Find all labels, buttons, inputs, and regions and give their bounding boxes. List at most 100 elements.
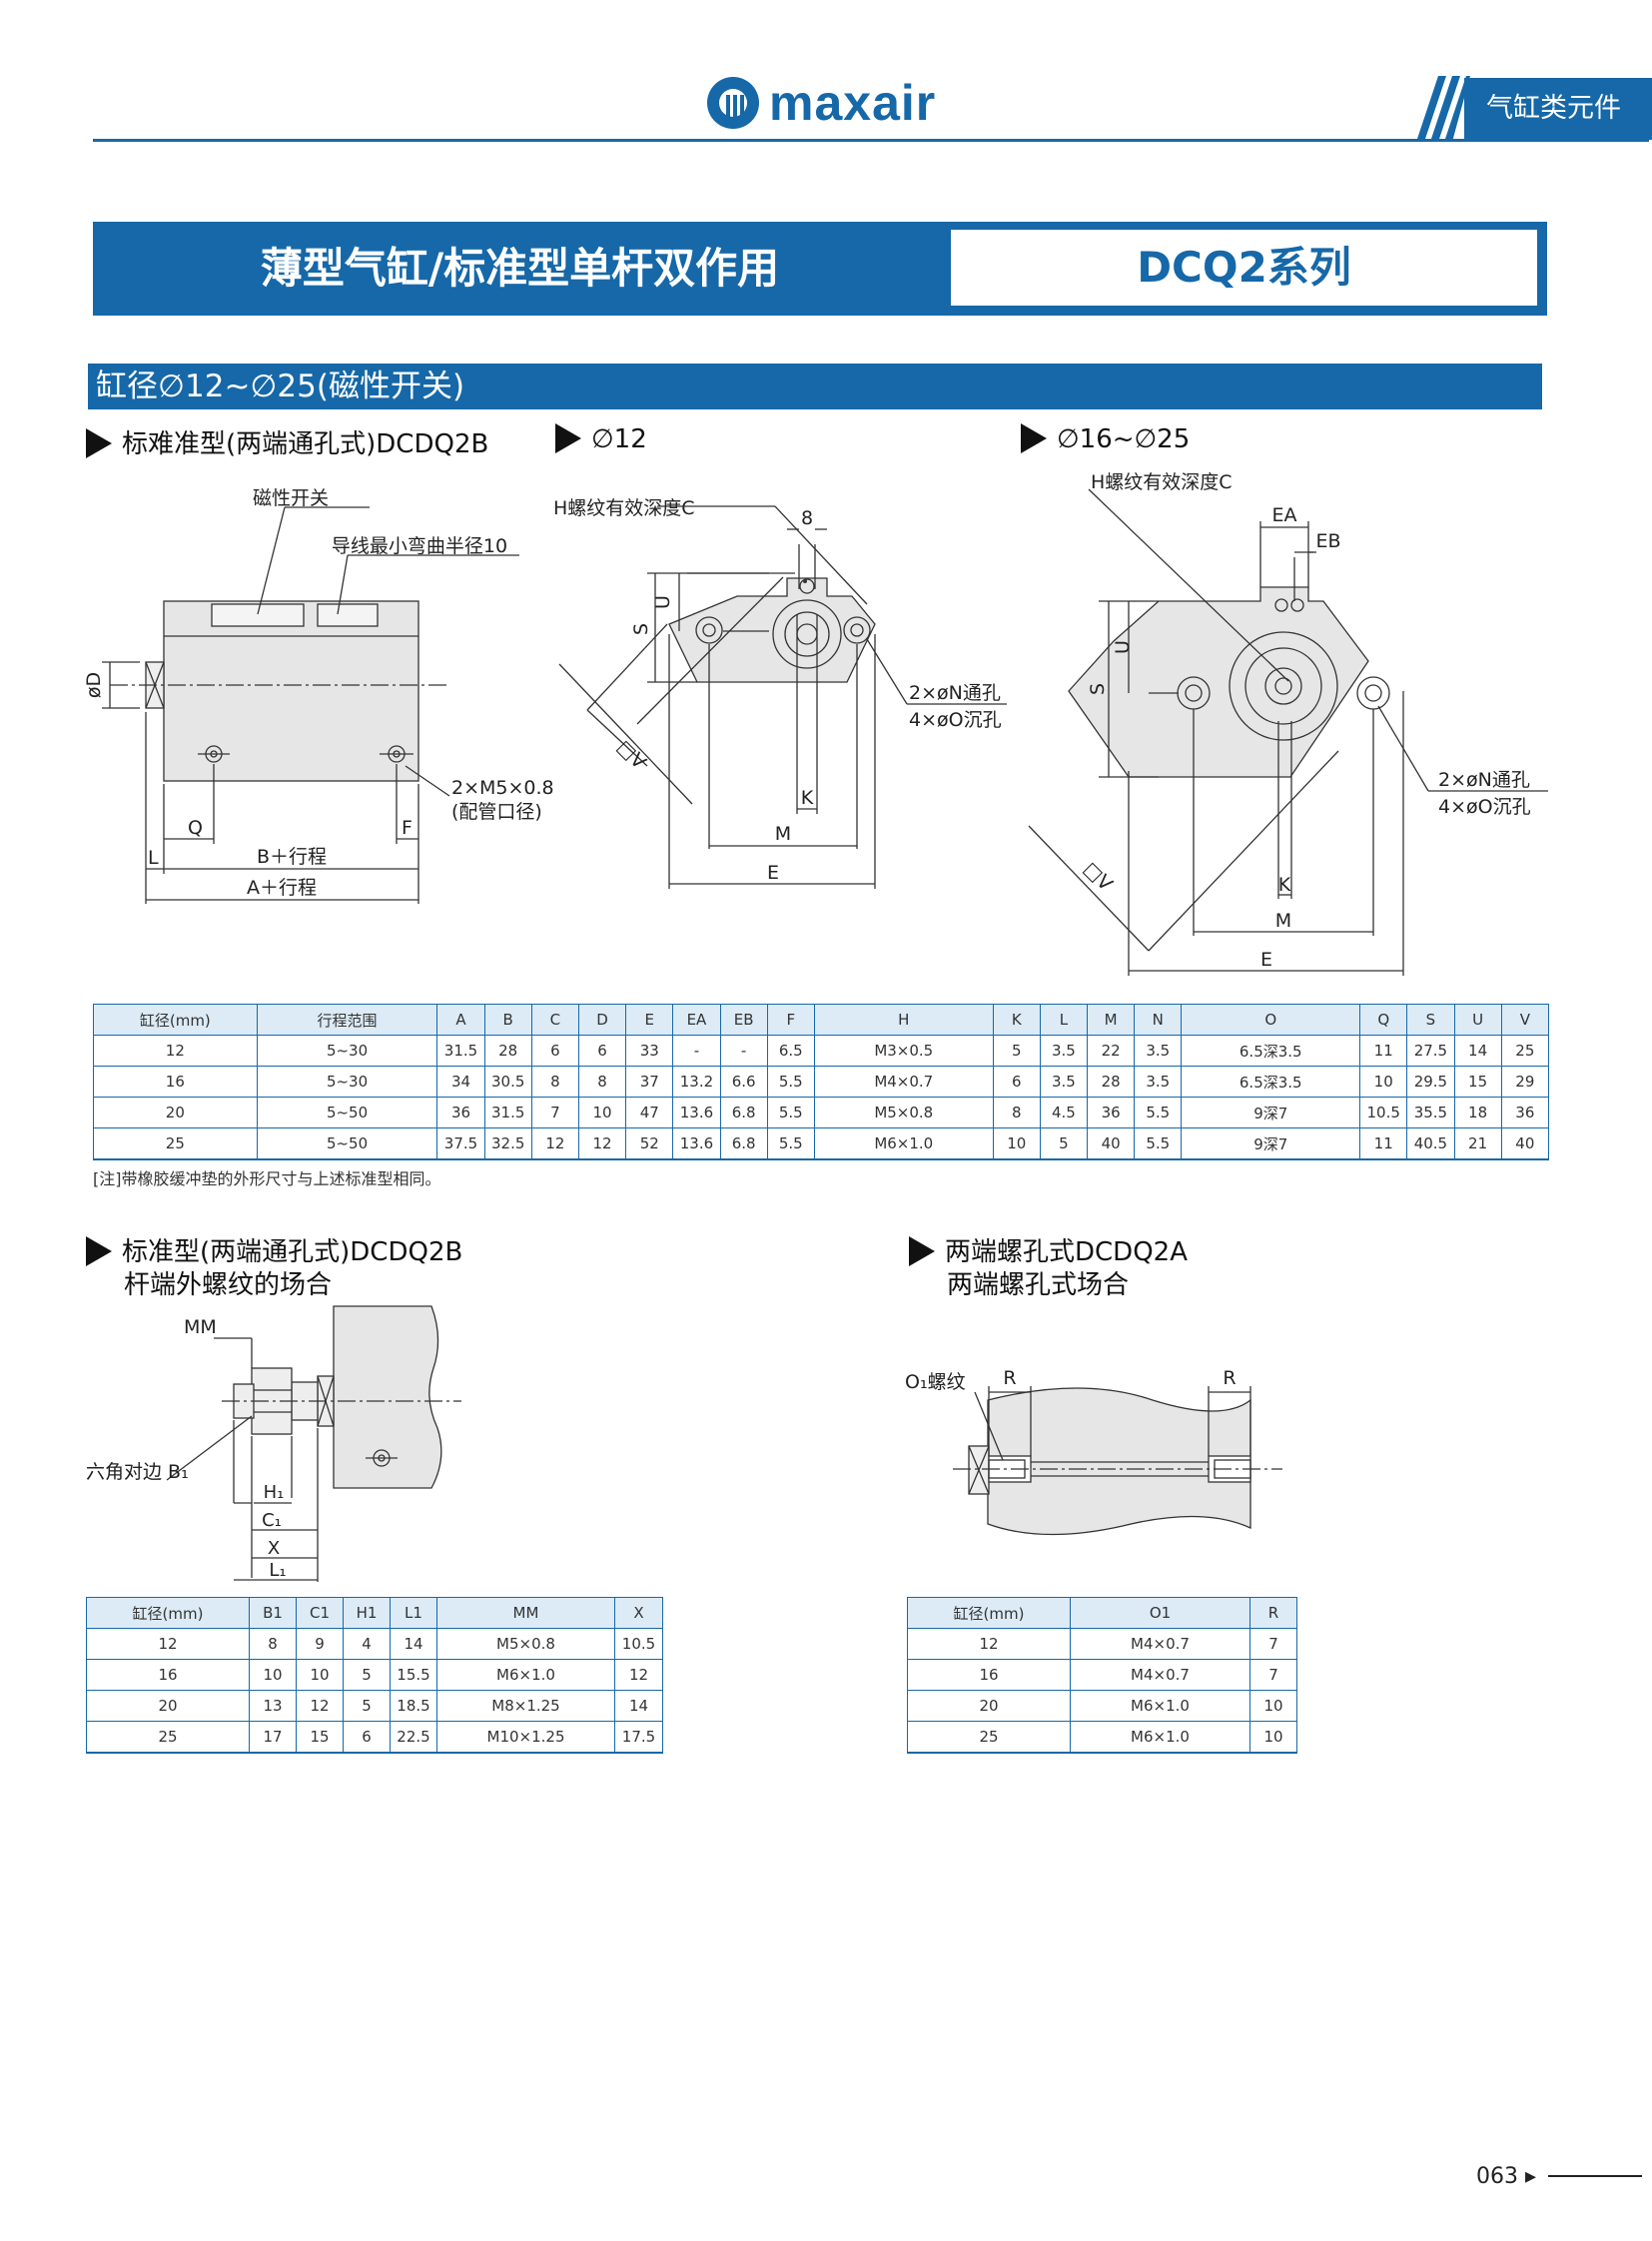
table-cell: 31.5 — [436, 1035, 485, 1067]
table-cell: M5×0.8 — [813, 1097, 994, 1128]
label-port-sub: (配管口径) — [451, 801, 542, 823]
subheading-rodend: 标准型(两端通孔式)DCDQ2B — [86, 1231, 462, 1268]
column-header: 缸径(mm) — [93, 1004, 258, 1036]
table-cell: 13.2 — [672, 1066, 721, 1098]
table-cell: 32.5 — [483, 1127, 532, 1160]
side-view-drawing: 磁性开关 导线最小弯曲半径10 øD 2×M5×0.8 (配管口径) Q F L… — [83, 487, 554, 904]
table-cell: 17 — [249, 1721, 297, 1754]
table-cell: M10×1.25 — [436, 1721, 615, 1754]
label-K-d12: K — [801, 787, 814, 809]
table-cell: 35.5 — [1406, 1097, 1455, 1128]
page-number: 063 ▸ — [1476, 2164, 1537, 2189]
category-tab: 气缸类元件 — [1464, 78, 1652, 140]
label-O1: O₁螺纹 — [905, 1371, 966, 1393]
column-header: U — [1453, 1004, 1502, 1036]
table-cell: 29 — [1500, 1066, 1550, 1098]
column-header: L1 — [390, 1597, 437, 1629]
table-cell: 5.5 — [766, 1066, 815, 1098]
maxair-logo-icon — [707, 77, 759, 129]
label-b-stroke: B＋行程 — [257, 846, 327, 868]
table-cell: 6 — [577, 1035, 627, 1067]
table-cell: M4×0.7 — [813, 1066, 994, 1098]
table-note: [注]带橡胶缓冲垫的外形尺寸与上述标准型相同。 — [93, 1169, 441, 1188]
table-cell: 12 — [907, 1628, 1071, 1660]
page-number-rule — [1548, 2175, 1642, 2177]
triangle-bullet-icon — [909, 1236, 935, 1266]
triangle-bullet-icon — [555, 423, 581, 453]
table-cell: 30.5 — [483, 1066, 532, 1098]
section-heading: 缸径∅12~∅25(磁性开关) — [88, 364, 1542, 409]
label-R-left: R — [1003, 1367, 1016, 1389]
table-cell: 7 — [1249, 1659, 1297, 1691]
column-header: B — [483, 1004, 532, 1036]
subheading-rodend-2: 杆端外螺纹的场合 — [124, 1270, 333, 1300]
label-Q: Q — [188, 817, 203, 839]
label-a-stroke: A＋行程 — [247, 877, 317, 899]
table-cell: 7 — [1249, 1628, 1297, 1660]
table-cell: 6.6 — [719, 1066, 768, 1098]
table-cell: 27.5 — [1406, 1035, 1455, 1067]
label-eight: 8 — [801, 507, 813, 529]
table-cell: 5~50 — [256, 1097, 438, 1128]
table-cell: 6.5 — [766, 1035, 815, 1067]
table-cell: 8 — [249, 1628, 297, 1660]
table-cell: 20 — [907, 1690, 1071, 1722]
table-cell: 14 — [1453, 1035, 1502, 1067]
table-cell: M8×1.25 — [436, 1690, 615, 1722]
category-stripes-icon — [1416, 76, 1470, 142]
column-header: O1 — [1070, 1597, 1250, 1629]
subheading-d16: ∅16~∅25 — [1021, 423, 1190, 454]
table-cell: 5 — [343, 1659, 391, 1691]
table-cell: 47 — [625, 1097, 674, 1128]
table-cell: 25 — [86, 1721, 250, 1754]
table-cell: 52 — [625, 1127, 674, 1160]
table-cell: M4×0.7 — [1070, 1628, 1250, 1660]
table-cell: 3.5 — [1134, 1035, 1183, 1067]
table-cell: 12 — [614, 1659, 663, 1691]
table-cell: 6 — [530, 1035, 579, 1067]
table-cell: 25 — [907, 1721, 1071, 1754]
subheading-main: 标难准型(两端通孔式)DCDQ2B — [86, 423, 488, 460]
label-EA: EA — [1271, 504, 1296, 526]
table-cell: 28 — [483, 1035, 532, 1067]
table-cell: M6×1.0 — [1070, 1690, 1250, 1722]
label-M-d16: M — [1275, 910, 1291, 932]
table-cell: 5.5 — [766, 1127, 815, 1160]
column-header: B1 — [249, 1597, 297, 1629]
column-header: F — [766, 1004, 815, 1036]
column-header: H — [813, 1004, 994, 1036]
table-cell: 36 — [1500, 1097, 1550, 1128]
table-cell: 5~30 — [256, 1035, 438, 1067]
table-cell: 10 — [296, 1659, 344, 1691]
label-R-right: R — [1223, 1367, 1236, 1389]
label-port: 2×M5×0.8 — [451, 777, 554, 799]
table-cell: 10 — [577, 1097, 627, 1128]
column-header: O — [1181, 1004, 1361, 1036]
table-cell: 22 — [1087, 1035, 1136, 1067]
table-cell: 3.5 — [1039, 1035, 1089, 1067]
subheading-d12: ∅12 — [555, 423, 647, 454]
table-cell: 5 — [992, 1035, 1041, 1067]
table-cell: 13.6 — [672, 1097, 721, 1128]
label-h-thread-d16: H螺纹有效深度C — [1091, 471, 1233, 493]
table-cell: 16 — [93, 1066, 258, 1098]
label-switch: 磁性开关 — [253, 487, 329, 509]
table-cell: 5.5 — [766, 1097, 815, 1128]
table-cell: 12 — [296, 1690, 344, 1722]
table-cell: 10.5 — [1359, 1097, 1408, 1128]
label-F: F — [402, 817, 413, 839]
column-header: C1 — [296, 1597, 344, 1629]
label-h-thread-d12: H螺纹有效深度C — [553, 497, 695, 519]
product-title: 薄型气缸/标准型单杆双作用 — [260, 244, 780, 293]
brand-name: maxair — [769, 75, 937, 131]
table-cell: - — [672, 1035, 721, 1067]
table-cell: 6.8 — [719, 1127, 768, 1160]
column-header: S — [1406, 1004, 1455, 1036]
table-cell: 15 — [1453, 1066, 1502, 1098]
